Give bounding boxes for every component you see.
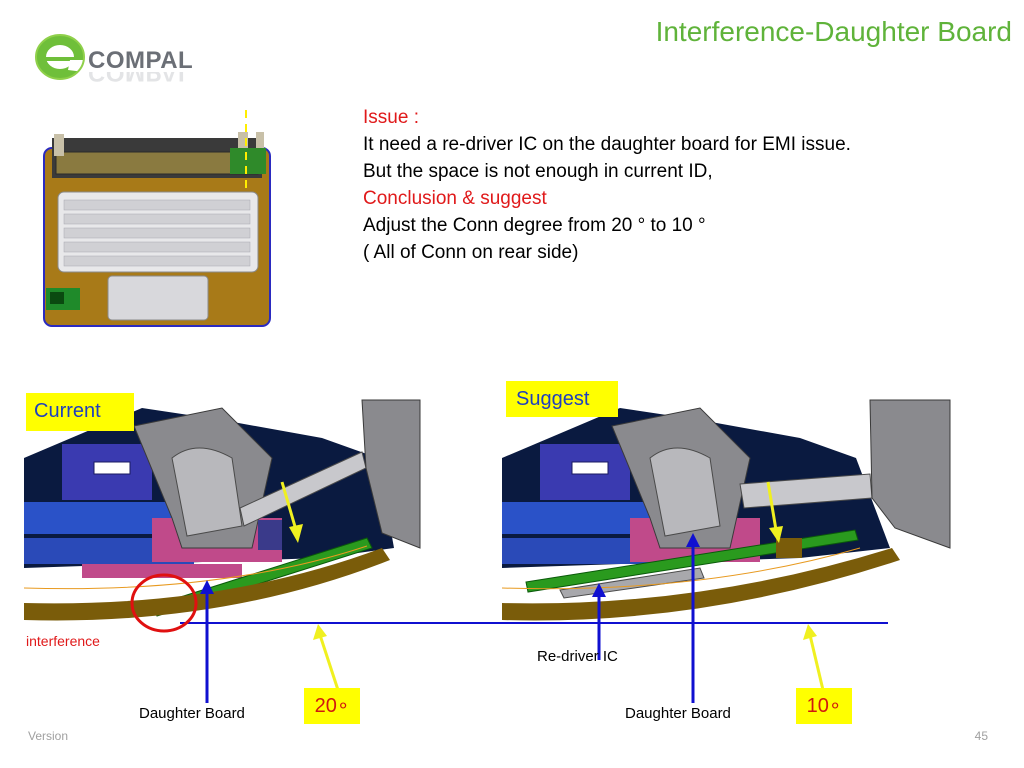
page-title: Interference-Daughter Board	[655, 16, 1012, 47]
degree-20-badge: 20∘	[304, 688, 360, 724]
logo-e-icon	[35, 34, 88, 80]
conclusion-heading: Conclusion & suggest	[363, 188, 547, 209]
suggest-label-box: Suggest	[506, 381, 618, 417]
issue-line-4: ( All of Conn on rear side)	[363, 242, 579, 263]
interference-circle	[130, 573, 198, 633]
logo-text: COMPAL	[88, 47, 194, 74]
compal-logo	[32, 30, 202, 90]
interference-label: interference	[26, 633, 100, 649]
page-number: 45	[974, 729, 988, 743]
degree-10-badge: 10∘	[796, 688, 852, 724]
issue-line-1: It need a re-driver IC on the daughter b…	[363, 134, 851, 155]
suggest-label: Suggest	[516, 388, 590, 410]
redriver-ic-label: Re-driver IC	[537, 648, 618, 665]
laptop-top-view	[43, 110, 271, 327]
issue-text-block: Issue : It need a re-driver IC on the da…	[363, 104, 851, 266]
issue-line-3: Adjust the Conn degree from 20 ° to 10 °	[363, 215, 706, 236]
daughter-board-label-right: Daughter Board	[625, 705, 731, 722]
footer-version: Version	[28, 729, 69, 743]
issue-heading: Issue :	[363, 107, 419, 128]
current-label: Current	[34, 400, 101, 422]
current-label-box: Current	[26, 393, 134, 431]
daughter-board-label-left: Daughter Board	[139, 705, 245, 722]
issue-line-2: But the space is not enough in current I…	[363, 161, 713, 182]
